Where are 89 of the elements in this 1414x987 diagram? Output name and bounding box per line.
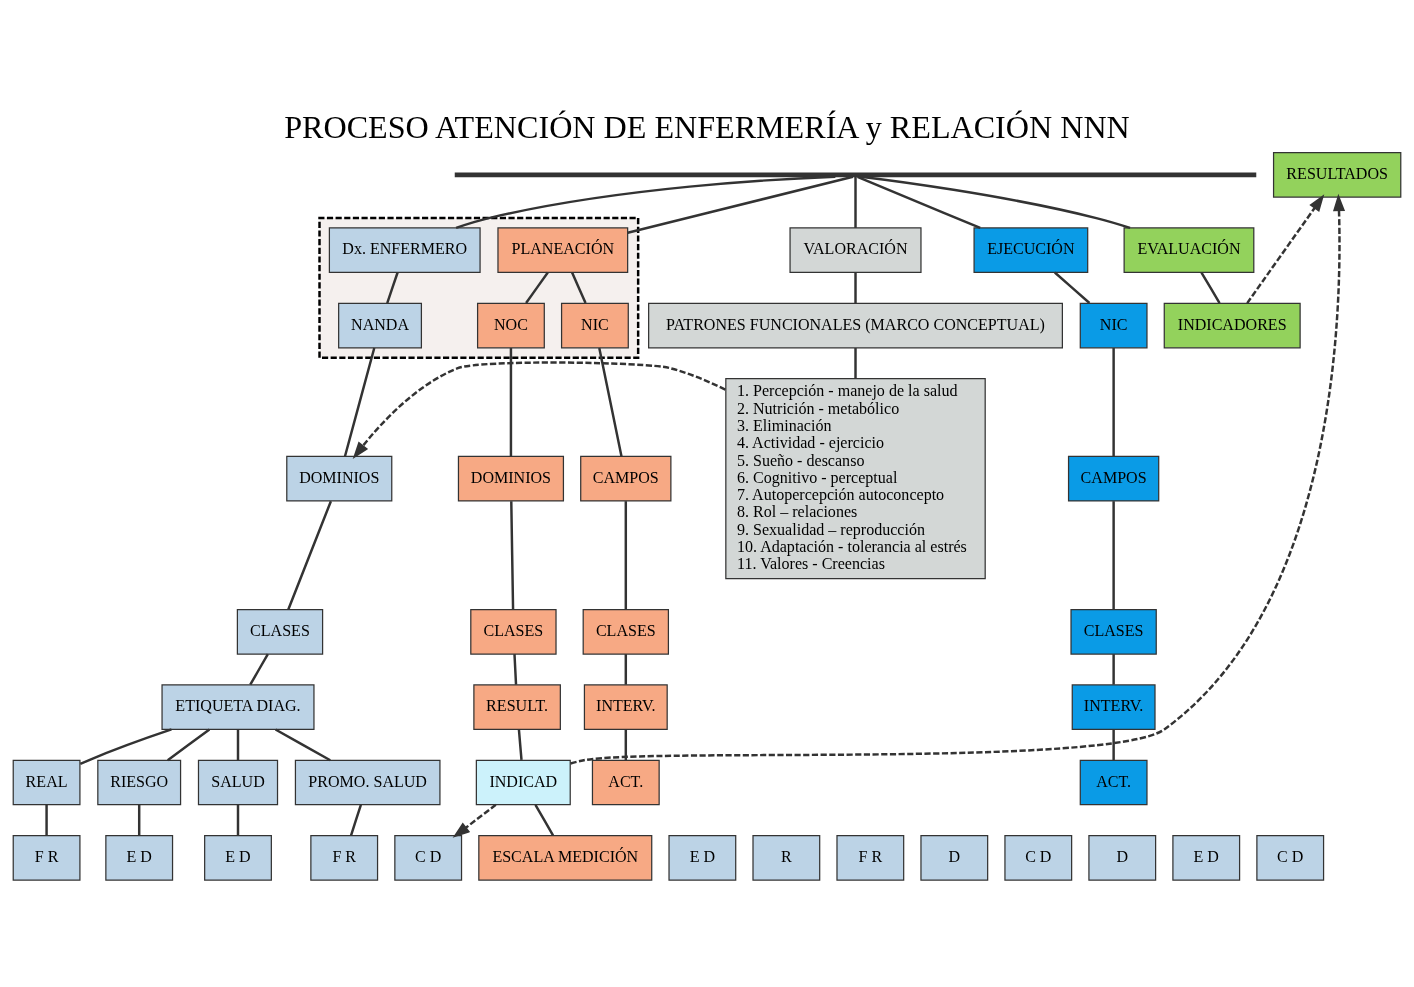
node-box: F R xyxy=(12,835,81,881)
connector xyxy=(509,348,513,457)
node-box: E D xyxy=(105,835,174,881)
connector xyxy=(854,348,857,379)
node-box: E D xyxy=(204,835,272,881)
connector xyxy=(854,272,857,303)
connector xyxy=(570,272,587,304)
connector xyxy=(1200,271,1221,304)
node-box: C D xyxy=(1256,835,1325,881)
connector xyxy=(274,728,331,762)
node-box: INTERV. xyxy=(1071,684,1156,730)
node-box: RIESGO xyxy=(97,759,182,806)
node-box: R xyxy=(752,835,821,881)
arrow xyxy=(452,803,497,838)
node-box: C D xyxy=(1004,835,1073,881)
node-box: DOMINIOS xyxy=(286,455,393,502)
connector xyxy=(513,654,518,685)
node-box: REAL xyxy=(12,759,81,806)
connector xyxy=(624,501,628,610)
connector xyxy=(349,804,363,836)
node-box: DOMINIOS xyxy=(457,455,565,502)
node-box: ETIQUETA DIAG. xyxy=(161,684,315,730)
connector xyxy=(854,176,857,228)
connector xyxy=(1112,501,1115,610)
node-box: ACT. xyxy=(591,759,660,806)
connector xyxy=(137,804,141,836)
node-box: D xyxy=(920,835,989,881)
connector xyxy=(857,175,981,230)
node-bar xyxy=(454,172,1257,178)
connector xyxy=(525,271,549,304)
connector xyxy=(236,729,240,760)
node-box: CLASES xyxy=(236,608,324,655)
node-box: SALUD xyxy=(197,759,279,806)
arrow xyxy=(352,361,726,459)
node-box: PROMO. SALUD xyxy=(294,759,441,806)
connector xyxy=(287,500,333,610)
connector xyxy=(1054,271,1091,304)
node-box: Dx. ENFERMERO xyxy=(328,227,481,274)
arrow xyxy=(1246,194,1325,304)
connector xyxy=(79,728,172,766)
node-box: ACT. xyxy=(1079,759,1148,806)
node-box: NIC xyxy=(560,302,629,349)
connector xyxy=(45,804,48,836)
cluster xyxy=(318,216,640,359)
node-box: NIC xyxy=(1079,302,1148,349)
connector xyxy=(236,804,240,836)
node-box: E D xyxy=(668,835,737,881)
connector xyxy=(249,653,269,686)
connector xyxy=(534,804,555,836)
node-box: CLASES xyxy=(1070,608,1157,655)
node-box: RESULTADOS xyxy=(1272,152,1402,198)
connector xyxy=(455,175,836,230)
node-box: CLASES xyxy=(582,608,670,655)
node-box: NOC xyxy=(477,302,545,349)
connector xyxy=(343,347,376,457)
node-box: NANDA xyxy=(338,302,422,349)
node-box: RESULT. xyxy=(473,684,561,730)
node-box: CLASES xyxy=(470,608,557,655)
node-box: D xyxy=(1088,835,1157,881)
arrow xyxy=(570,193,1346,765)
node-box: CAMPOS xyxy=(580,455,672,502)
connector xyxy=(510,501,515,610)
node-box: CAMPOS xyxy=(1067,455,1160,502)
connector xyxy=(1112,654,1115,685)
connector xyxy=(167,728,211,762)
node-box: EVALUACIÓN xyxy=(1123,227,1255,274)
node-box: F R xyxy=(836,835,905,881)
node-box: ESCALA MEDICIÓN xyxy=(478,835,653,881)
node-box: C D xyxy=(394,835,463,881)
node-box: VALORACIÓN xyxy=(789,227,922,274)
connector xyxy=(627,175,854,234)
connector xyxy=(624,654,628,685)
node-box: INDICADORES xyxy=(1163,302,1301,349)
node-box: E D xyxy=(1172,835,1241,881)
connector xyxy=(1112,729,1115,760)
connector xyxy=(860,175,1131,230)
node-box: F R xyxy=(310,835,379,881)
node-box: PATRONES FUNCIONALES (MARCO CONCEPTUAL) xyxy=(648,302,1063,349)
node-box: INTERV. xyxy=(583,684,668,730)
node-box: EJECUCIÓN xyxy=(973,227,1089,274)
connector xyxy=(598,347,623,457)
connector xyxy=(517,729,523,761)
connector xyxy=(1112,348,1115,457)
connector xyxy=(386,272,399,304)
node-box: PLANEACIÓN xyxy=(497,227,629,274)
node-box: 1. Percepción - manejo de la salud 2. Nutrición - metabólico 3. Eliminación 4. Actividad - ejercicio 5. Sueño - descanso 6. Cognitivo - perceptual 7. Autopercepción autoconcepto 8. Rol – relaciones 9. Sexualidad – reproducción 10. Adaptación - tolerancia al estrés 11. Valores - Creencias xyxy=(725,378,986,580)
diagram-title: PROCESO ATENCIÓN DE ENFERMERÍA y RELACIÓN NNN xyxy=(284,108,1130,145)
connector xyxy=(624,729,628,760)
node-box: INDICAD xyxy=(475,759,571,806)
